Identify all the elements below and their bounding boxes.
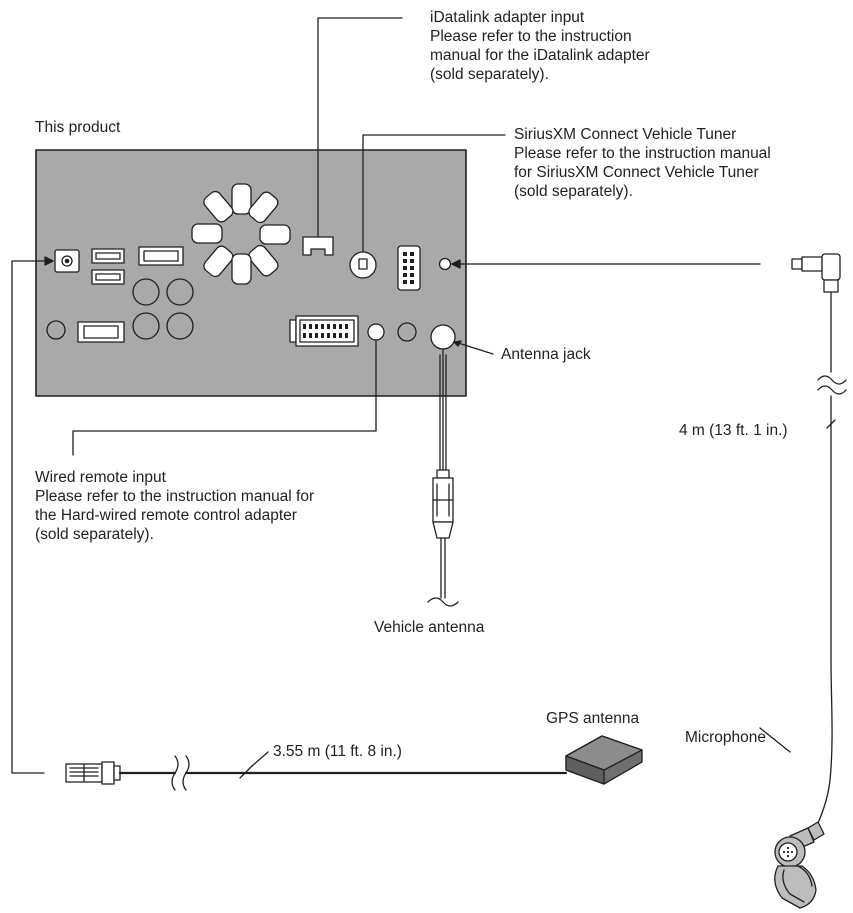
gps-antenna — [565, 735, 643, 785]
microphone-jack — [438, 257, 452, 271]
idatalink-leader-line — [317, 17, 403, 238]
vehicle-antenna-cable — [427, 348, 459, 607]
main-connector — [77, 321, 125, 343]
wiring-harness-port — [289, 315, 359, 347]
idatalink-title: iDatalink adapter input — [430, 9, 585, 26]
multi-pin-port — [397, 245, 421, 291]
round-jacks — [46, 278, 194, 340]
siriusxm-desc-line-2: for SiriusXM Connect Vehicle Tuner — [514, 164, 759, 181]
microphone-leader-line — [759, 727, 791, 753]
idatalink-port — [302, 236, 334, 256]
idatalink-desc-line-1: Please refer to the instruction — [430, 28, 632, 45]
siriusxm-leader-line — [362, 134, 506, 253]
wired-remote-title: Wired remote input — [35, 469, 166, 486]
microphone-cable — [791, 253, 847, 837]
siriusxm-port — [349, 251, 377, 279]
idatalink-label: iDatalink adapter input Please refer to … — [430, 8, 650, 84]
microphone — [774, 821, 825, 909]
cooling-fan-vents — [191, 183, 291, 285]
antenna-jack-label: Antenna jack — [501, 346, 591, 363]
gps-antenna-label: GPS antenna — [546, 710, 640, 727]
antenna-jack-leader-line — [454, 341, 494, 355]
hdmi-port — [138, 246, 184, 266]
siriusxm-label: SiriusXM Connect Vehicle Tuner Please re… — [514, 125, 771, 201]
wired-remote-leader-line — [72, 339, 377, 456]
siriusxm-desc-line-1: Please refer to the instruction manual — [514, 145, 771, 162]
idatalink-desc-line-2: manual for the iDatalink adapter — [430, 47, 650, 64]
mic-cable-length-label: 4 m (13 ft. 1 in.) — [679, 422, 788, 439]
usb-ports — [91, 248, 125, 285]
microphone-label: Microphone — [685, 729, 766, 746]
siriusxm-title: SiriusXM Connect Vehicle Tuner — [514, 126, 737, 143]
wired-remote-label: Wired remote input Please refer to the i… — [35, 468, 314, 544]
gps-antenna-port — [54, 249, 80, 273]
wired-remote-desc-line-3: (sold separately). — [35, 526, 154, 543]
gps-port-leader-line — [11, 260, 48, 774]
gps-cable-length-label: 3.55 m (11 ft. 8 in.) — [273, 743, 402, 760]
idatalink-desc-line-3: (sold separately). — [430, 66, 549, 83]
gps-cable — [65, 751, 568, 791]
spare-jack — [397, 322, 417, 342]
antenna-jack — [430, 324, 456, 350]
wired-remote-desc-line-2: the Hard-wired remote control adapter — [35, 507, 297, 524]
vehicle-antenna-label: Vehicle antenna — [374, 619, 485, 636]
this-product-label: This product — [35, 119, 121, 136]
wired-remote-desc-line-1: Please refer to the instruction manual f… — [35, 488, 315, 505]
wired-remote-jack — [367, 323, 385, 341]
siriusxm-desc-line-3: (sold separately). — [514, 183, 633, 200]
